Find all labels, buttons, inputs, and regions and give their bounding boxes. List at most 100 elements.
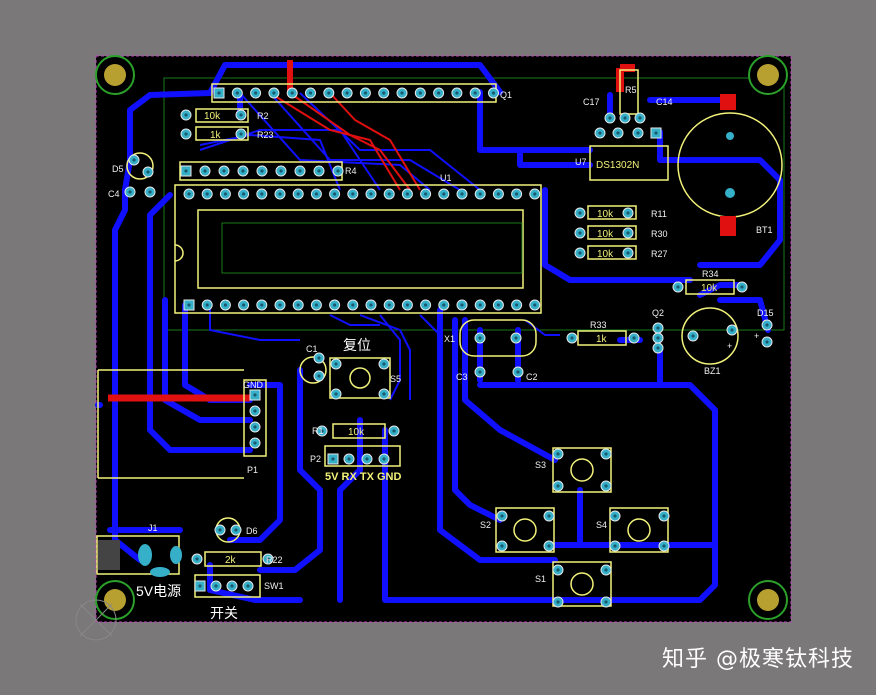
s3-pad-drill <box>604 452 608 456</box>
r1-pad-drill <box>392 429 396 433</box>
u1-bottom-pad-drill <box>460 303 464 307</box>
s4-switch-outline <box>609 507 669 553</box>
u1-top-pad-drill <box>533 192 537 196</box>
j1-jack-body <box>98 540 182 577</box>
q1-pad-drill <box>308 91 313 95</box>
u1-bottom-pad-drill <box>533 303 537 307</box>
r2-r23-pad-drill <box>184 132 188 136</box>
label-s3: S3 <box>535 460 546 470</box>
value-r34: 10k <box>701 283 718 294</box>
r4-pad-drill <box>336 169 340 173</box>
u1-top-pad-drill <box>223 192 227 196</box>
u1-top-pad-drill <box>442 192 446 196</box>
r4-pad-drill <box>260 169 264 173</box>
p2-pad-drill <box>331 457 335 461</box>
u1-bottom-pad-drill <box>405 303 409 307</box>
p1-pad-drill <box>253 393 257 397</box>
x1-c2-c3-pad-drill <box>514 336 518 340</box>
u7-pad-drill <box>598 131 602 135</box>
board-body <box>96 56 791 622</box>
bz1-pad-drill <box>691 334 695 338</box>
s3-pad-drill <box>604 484 608 488</box>
s5-pad-drill <box>334 362 338 366</box>
u1-bottom-pad-drill <box>496 303 500 307</box>
label-p1-gnd: GND <box>243 380 264 390</box>
u7-pad-drill <box>616 131 620 135</box>
r4-pad-drill <box>184 169 188 173</box>
s2-pad-drill <box>500 514 504 518</box>
value-r2: 10k <box>204 111 221 122</box>
s2-switch-outline <box>495 507 555 553</box>
r11-r30-r27-pad-drill <box>626 251 630 255</box>
r34-pad-drill <box>740 285 744 289</box>
silkscreen <box>96 69 783 607</box>
r11-r30-r27-pad-drill <box>578 231 582 235</box>
value-r11: 10k <box>597 209 614 220</box>
bz1-pad-drill <box>730 328 734 332</box>
u1-top-pad-drill <box>405 192 409 196</box>
s5-pad-drill <box>334 392 338 396</box>
d5-led-outline <box>126 152 154 180</box>
label-q1: Q1 <box>500 90 512 100</box>
u1-top-pad-drill <box>496 192 500 196</box>
u1-top-pad-drill <box>205 192 209 196</box>
p2-pad-drill <box>347 457 351 461</box>
mounting-holes <box>75 55 788 641</box>
r34-pad-drill <box>676 285 680 289</box>
label-d5: D5 <box>112 164 124 174</box>
label-r27: R27 <box>651 249 668 259</box>
u1-top-pad-drill <box>424 192 428 196</box>
x1-c2-c3-pad-drill <box>478 336 482 340</box>
u1-top-pad-drill <box>333 192 337 196</box>
q2-pad-drill <box>656 326 660 330</box>
label-d15: D15 <box>757 308 774 318</box>
r33-pad-drill <box>570 336 574 340</box>
q1-pad-drill <box>400 91 404 95</box>
s1-pad-drill <box>556 600 560 604</box>
x1-c2-c3-pad-drill <box>478 370 482 374</box>
u1-lcd-outline <box>174 184 542 314</box>
p1-pad-drill <box>253 441 257 445</box>
q1-pad-drill <box>290 91 294 95</box>
label-r34: R34 <box>702 269 719 279</box>
u1-bottom-pad-drill <box>223 303 227 307</box>
c4-pad-drill <box>128 190 132 194</box>
d6-pad-drill <box>218 528 222 532</box>
r2-r23-pad-drill <box>239 113 243 117</box>
u1-bottom-pad-drill <box>515 303 519 307</box>
label-reset: 复位 <box>343 337 371 353</box>
u1-top-pad-drill <box>242 192 246 196</box>
u1-top-pad-drill <box>460 192 464 196</box>
q2-pad-drill <box>656 346 660 350</box>
q1-pad-drill <box>272 91 276 95</box>
u1-bottom-pad-drill <box>442 303 446 307</box>
label-sw1: SW1 <box>264 581 284 591</box>
d15-pad-drill <box>765 340 769 344</box>
s4-pad-drill <box>613 544 617 548</box>
s2-pad-drill <box>500 544 504 548</box>
u1-bottom-pad-drill <box>296 303 300 307</box>
sw1-pad-drill <box>230 584 234 588</box>
r5-outline <box>619 69 639 115</box>
label-r1: R1 <box>312 426 324 436</box>
c1-pad-drill <box>317 374 321 378</box>
q1-pad-drill <box>418 91 422 95</box>
c17-r5-c14-pad-drill <box>608 116 612 120</box>
r30-outline <box>587 225 637 240</box>
q1-pad-drill <box>217 91 221 95</box>
label-header-pins: 5V RX TX GND <box>325 471 401 483</box>
u1-lcd-window <box>197 209 524 289</box>
r11-outline <box>587 205 637 220</box>
value-r23: 1k <box>210 130 222 141</box>
q1-pad-drill <box>363 91 367 95</box>
d15-pad-drill <box>765 323 769 327</box>
r11-r30-r27-pad-drill <box>626 231 630 235</box>
p1-pad-drill <box>253 409 257 413</box>
p1-pad-drill <box>253 425 257 429</box>
label-r23: R23 <box>257 130 274 140</box>
c4-pad-drill <box>148 190 152 194</box>
q1-pad-drill <box>473 91 477 95</box>
u1-top-pad-drill <box>387 192 391 196</box>
q1-pad-drill <box>437 91 441 95</box>
r34-outline <box>685 279 735 295</box>
